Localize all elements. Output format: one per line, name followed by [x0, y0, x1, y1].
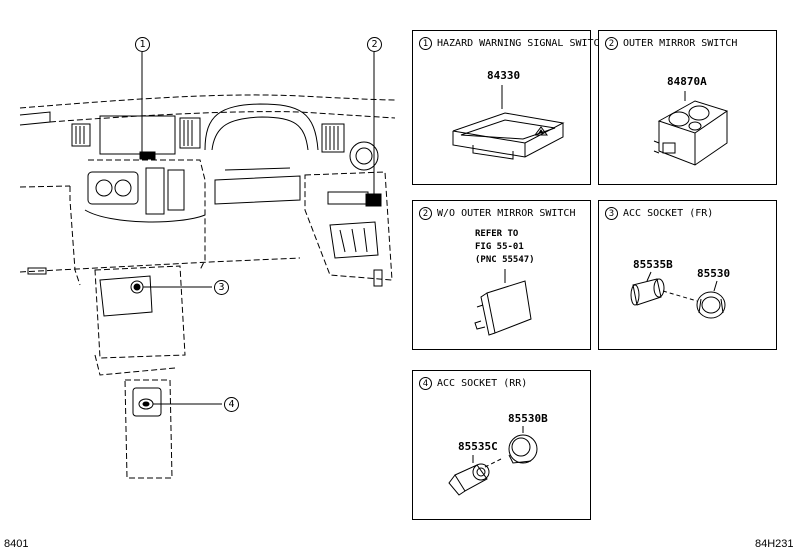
refer-note-line-1: REFER TO	[475, 229, 519, 239]
panel-title-text: HAZARD WARNING SIGNAL SWITCH	[437, 38, 606, 49]
refer-note-line-3: (PNC 55547)	[475, 255, 535, 265]
panel-number-badge: 4	[419, 377, 432, 390]
mirror-switch-drawing	[653, 91, 729, 166]
callout-1[interactable]: 1	[135, 37, 150, 52]
part-number-85530[interactable]: 85530	[697, 267, 731, 280]
panel-title: 3 ACC SOCKET (FR)	[605, 207, 713, 220]
panel-title: 2 W/O OUTER MIRROR SWITCH	[419, 207, 575, 220]
panel-title-text: ACC SOCKET (RR)	[437, 378, 528, 389]
panel-without-mirror-switch: 2 W/O OUTER MIRROR SWITCH REFER TO FIG 5…	[412, 200, 591, 350]
panel-number-badge: 1	[419, 37, 432, 50]
panel-outer-mirror-switch: 2 OUTER MIRROR SWITCH 84870A	[598, 30, 777, 185]
part-number-84330[interactable]: 84330	[487, 69, 521, 82]
panel-number-badge: 2	[419, 207, 432, 220]
panel-hazard-switch: 1 HAZARD WARNING SIGNAL SWITCH 84330	[412, 30, 606, 185]
panel-title-text: OUTER MIRROR SWITCH	[623, 38, 738, 49]
callout-3[interactable]: 3	[214, 280, 229, 295]
panel-number-badge: 3	[605, 207, 618, 220]
footer-right-code: 84H231	[755, 538, 794, 550]
part-number-84870A[interactable]: 84870A	[667, 75, 707, 88]
footer-left-code: 8401	[4, 538, 29, 550]
part-number-85535B[interactable]: 85535B	[633, 258, 673, 271]
hazard-switch-drawing	[452, 85, 565, 160]
part-number-85535C[interactable]: 85535C	[458, 440, 498, 453]
part-number-85530B[interactable]: 85530B	[508, 412, 548, 425]
panel-number-badge: 2	[605, 37, 618, 50]
panel-title: 2 OUTER MIRROR SWITCH	[605, 37, 737, 50]
panel-title-text: W/O OUTER MIRROR SWITCH	[437, 208, 576, 219]
acc-socket-fr-drawing	[630, 271, 726, 319]
panel-acc-socket-fr: 3 ACC SOCKET (FR) 85535B 85530	[598, 200, 777, 350]
callout-4[interactable]: 4	[224, 397, 239, 412]
panel-title: 4 ACC SOCKET (RR)	[419, 377, 527, 390]
panel-title: 1 HAZARD WARNING SIGNAL SWITCH	[419, 37, 606, 50]
panel-acc-socket-rr: 4 ACC SOCKET (RR) 85530B 85535C	[412, 370, 591, 520]
acc-socket-rr-drawing	[448, 426, 538, 496]
refer-note-line-2[interactable]: FIG 55-01	[475, 242, 524, 252]
panel-title-text: ACC SOCKET (FR)	[623, 208, 714, 219]
callout-2[interactable]: 2	[367, 37, 382, 52]
blank-cover-drawing	[474, 269, 532, 336]
